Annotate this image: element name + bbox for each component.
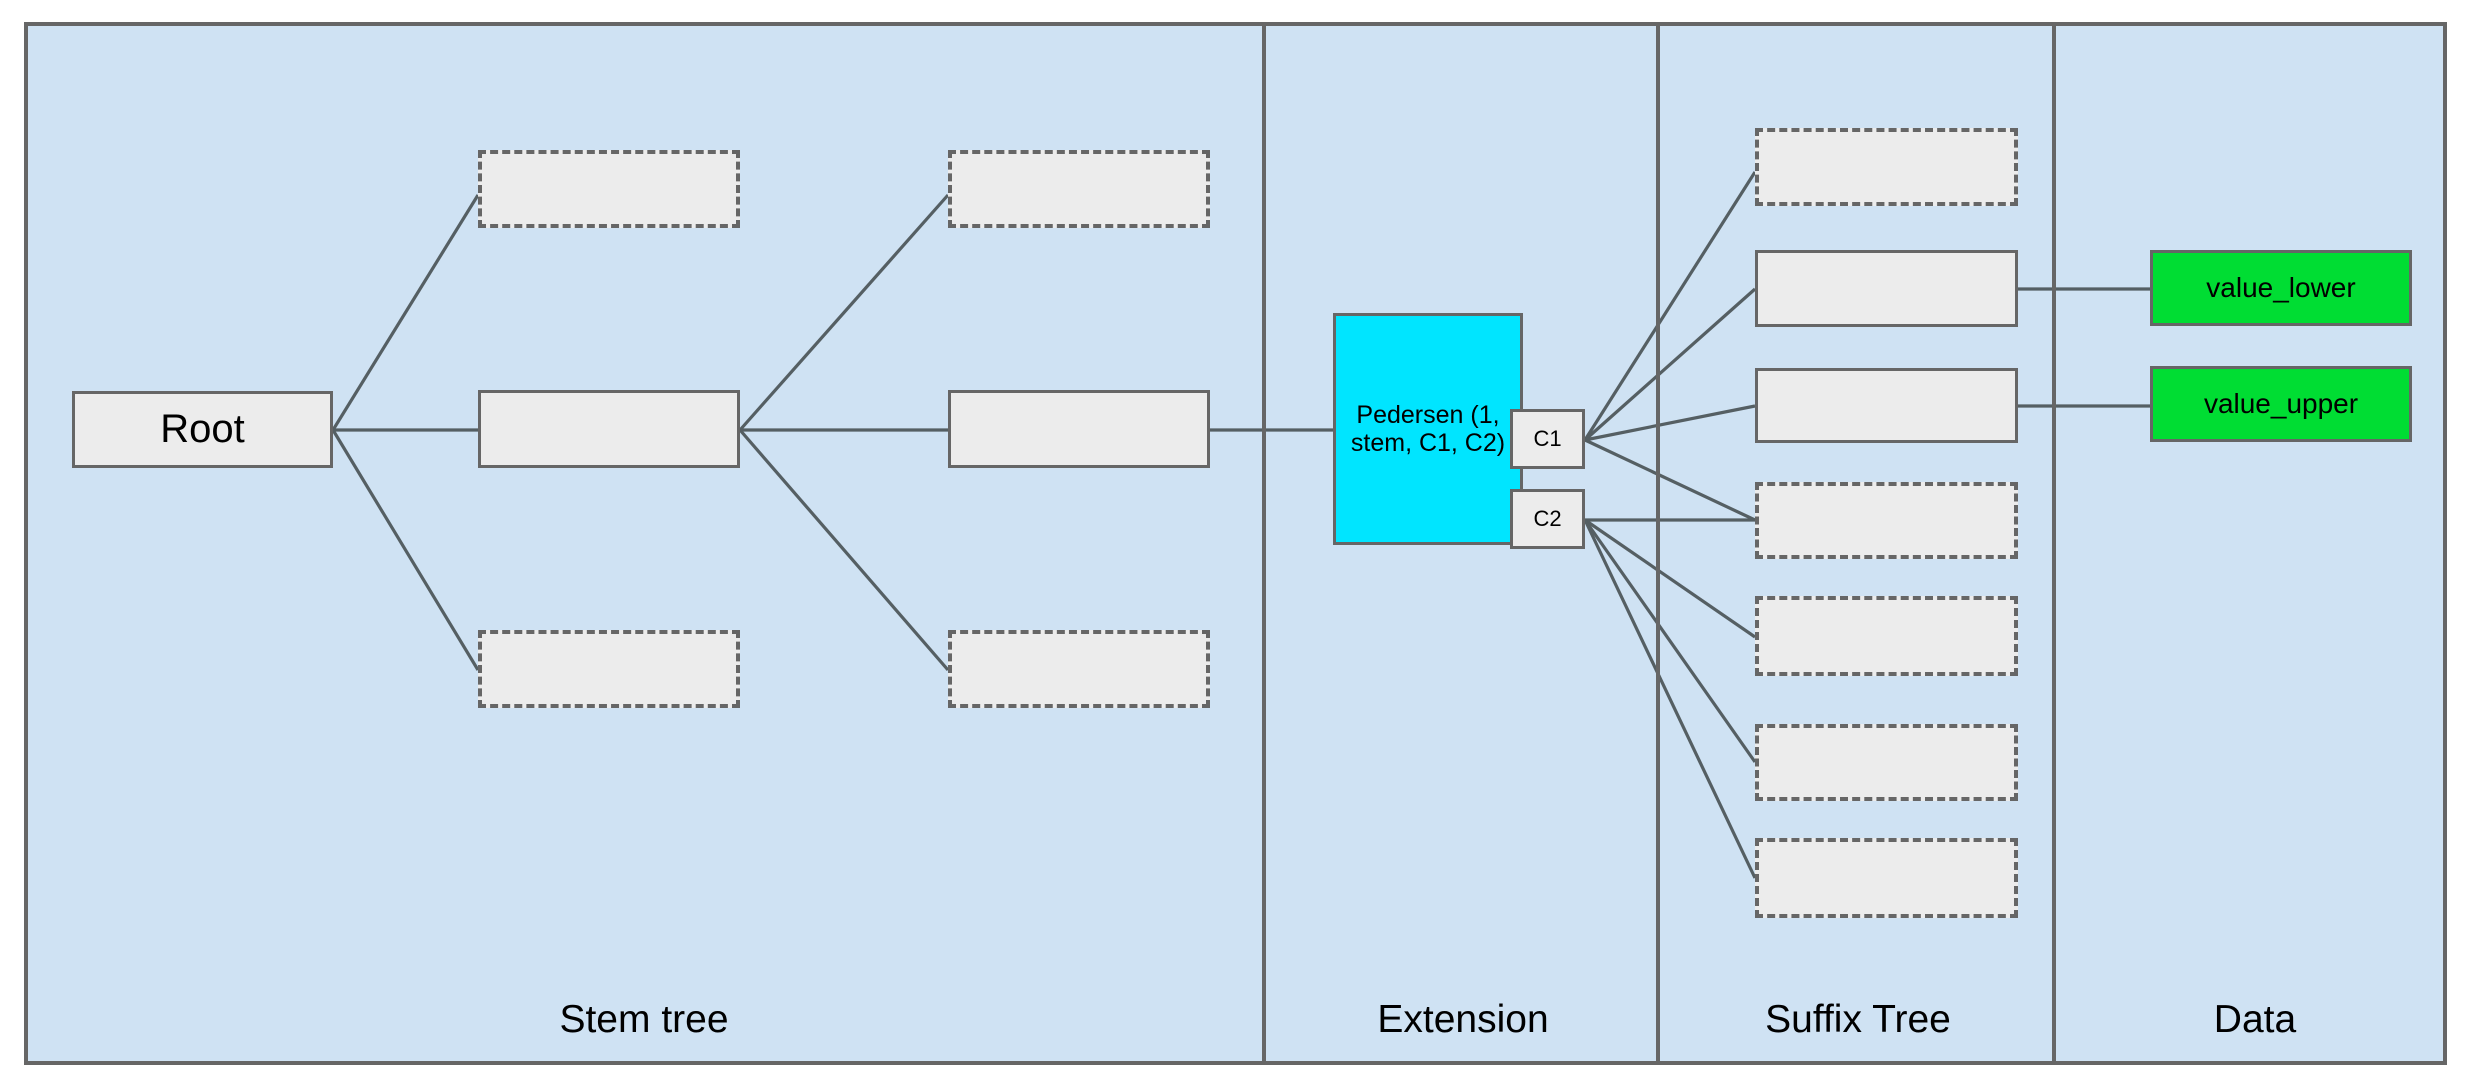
node-stem-l1-mid[interactable] (478, 390, 740, 468)
node-suffix-5[interactable] (1755, 596, 2018, 676)
node-suffix-1[interactable] (1755, 128, 2018, 206)
column-divider-3 (2052, 24, 2056, 1063)
column-label-stem-tree: Stem tree (559, 998, 729, 1041)
node-stem-l2-bot[interactable] (948, 630, 1210, 708)
node-stem-l2-mid[interactable] (948, 390, 1210, 468)
column-divider-2 (1656, 24, 1660, 1063)
node-stem-l1-bot[interactable] (478, 630, 740, 708)
column-label-suffix-tree: Suffix Tree (1765, 998, 1951, 1041)
diagram-frame (24, 22, 2447, 1065)
node-value-upper[interactable]: value_upper (2150, 366, 2412, 442)
node-root[interactable]: Root (72, 391, 333, 468)
node-value-lower[interactable]: value_lower (2150, 250, 2412, 326)
node-c1[interactable]: C1 (1510, 409, 1585, 469)
node-stem-l1-top[interactable] (478, 150, 740, 228)
column-label-data: Data (2213, 998, 2297, 1041)
node-suffix-6[interactable] (1755, 724, 2018, 801)
node-stem-l2-top[interactable] (948, 150, 1210, 228)
node-suffix-2[interactable] (1755, 250, 2018, 327)
column-divider-1 (1262, 24, 1266, 1063)
node-suffix-7[interactable] (1755, 838, 2018, 918)
node-c2[interactable]: C2 (1510, 489, 1585, 549)
node-pedersen[interactable]: Pedersen (1, stem, C1, C2) (1333, 313, 1523, 545)
column-label-extension: Extension (1377, 998, 1549, 1041)
node-suffix-3[interactable] (1755, 368, 2018, 443)
node-suffix-4[interactable] (1755, 482, 2018, 559)
